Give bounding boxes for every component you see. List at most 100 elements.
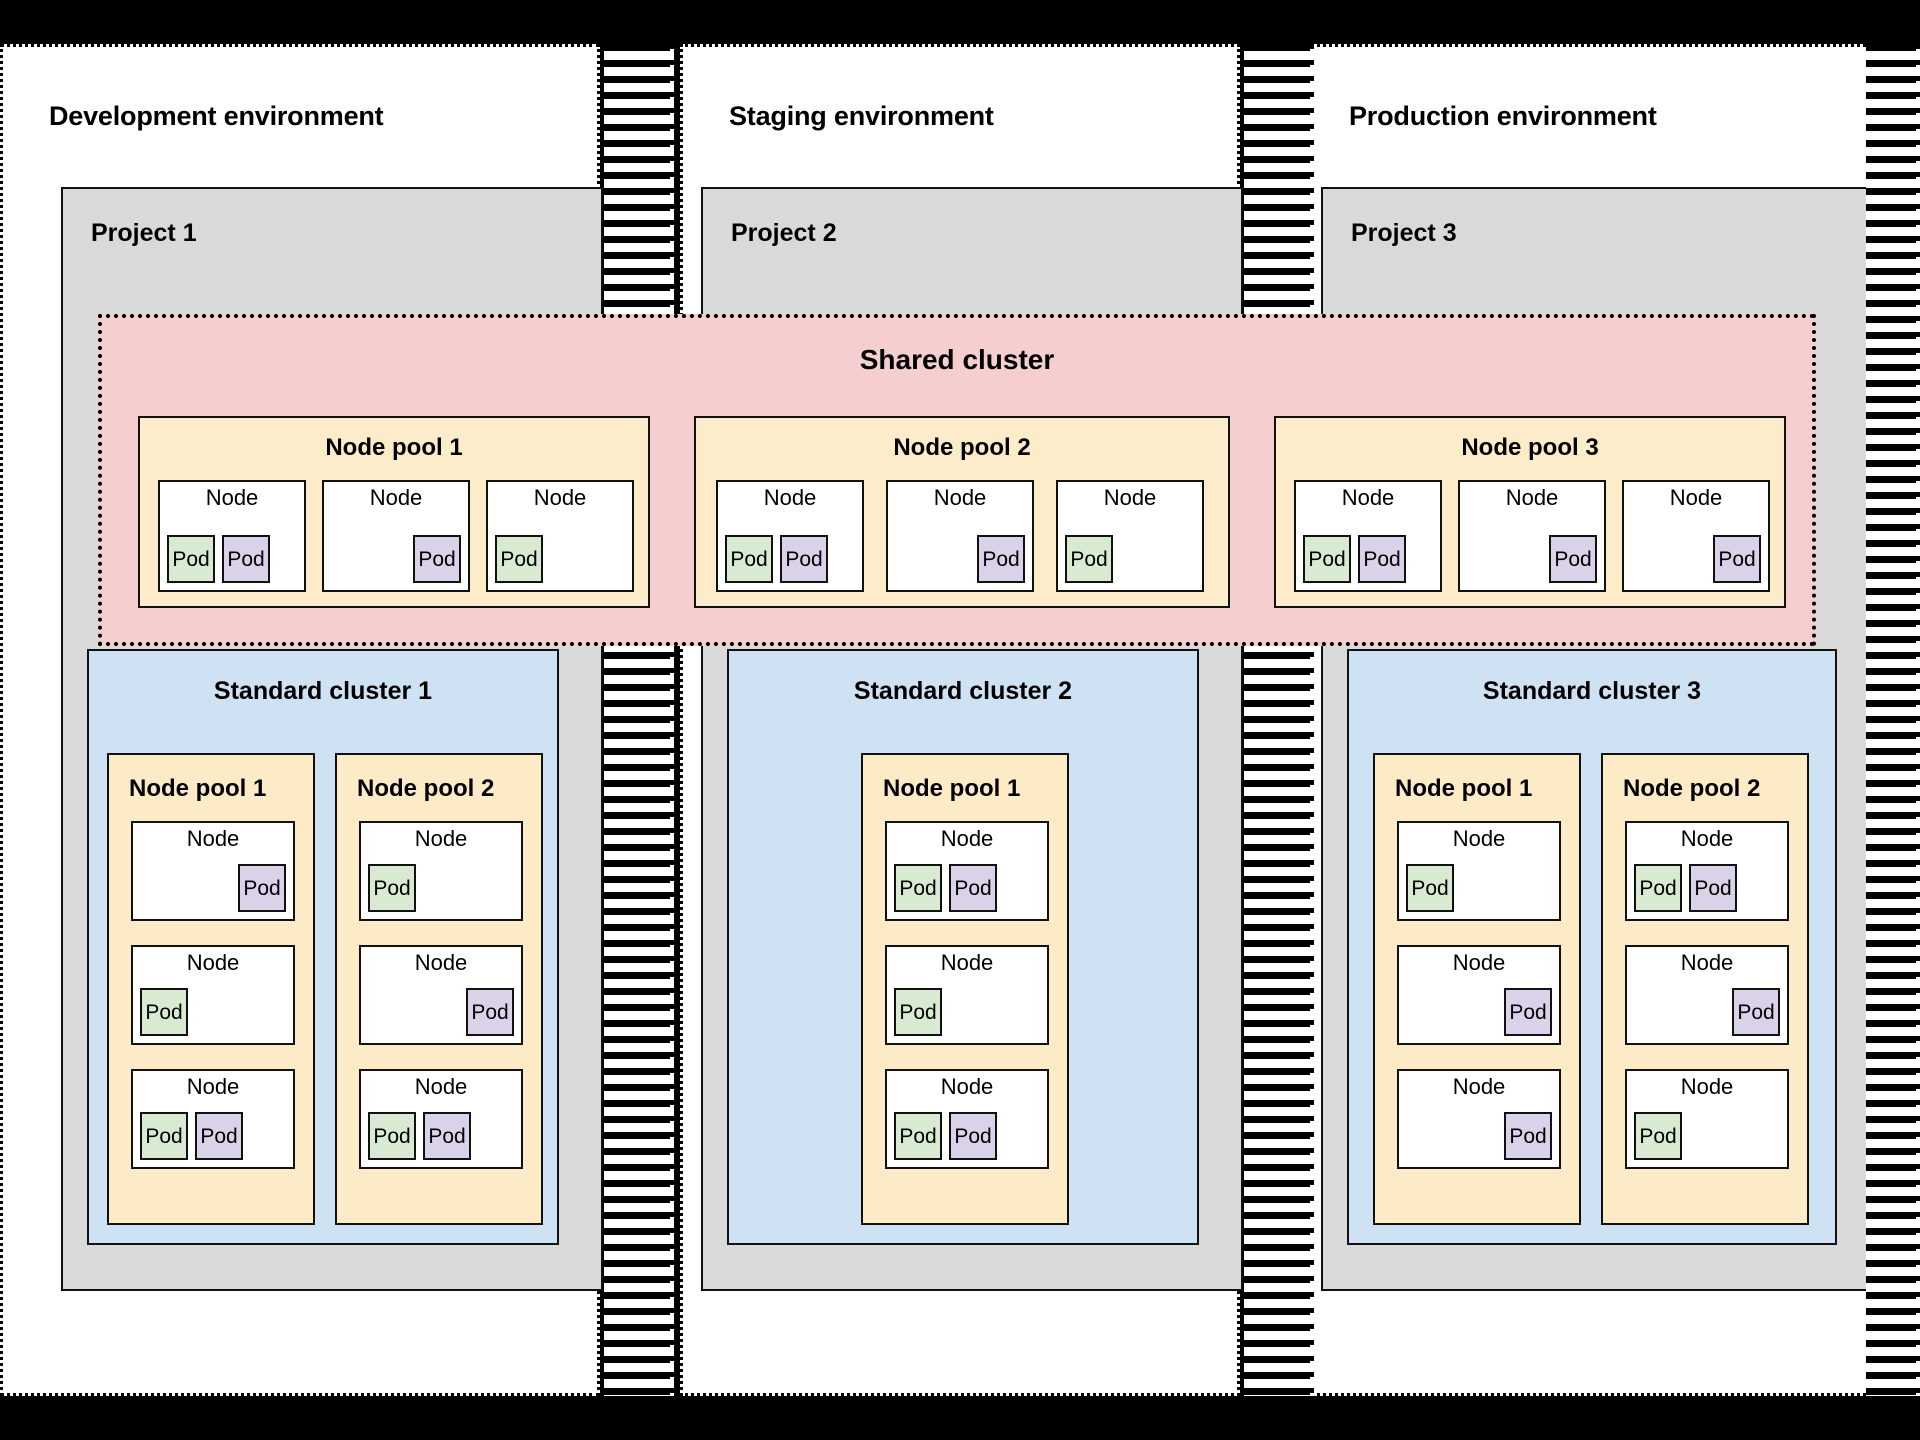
pod-purple: Pod xyxy=(1504,988,1552,1036)
node-label: Node xyxy=(1680,826,1734,851)
pod-container: Pod xyxy=(1460,509,1604,590)
node-pool-title: Node pool 1 xyxy=(1395,775,1533,802)
node-box: Node Pod Pod xyxy=(158,480,306,592)
node-box: Node Pod xyxy=(1056,480,1204,592)
node-box: Node Pod xyxy=(131,945,295,1045)
node-label: Node xyxy=(1341,485,1395,510)
pod-green: Pod xyxy=(1065,535,1113,583)
node-box: Node Pod xyxy=(486,480,634,592)
node-box: Node Pod xyxy=(886,480,1034,592)
node-box: Node Pod Pod xyxy=(1294,480,1442,592)
standard-cluster-1: Standard cluster 1 Node pool 1 Node Pod … xyxy=(87,649,559,1245)
node-label: Node xyxy=(933,485,987,510)
pod-green: Pod xyxy=(368,1112,416,1160)
pod-purple: Pod xyxy=(238,864,286,912)
node-label: Node xyxy=(186,1074,240,1099)
standard-cluster-title: Standard cluster 1 xyxy=(213,677,433,705)
pod-container: Pod Pod xyxy=(718,509,862,590)
pod-green: Pod xyxy=(368,864,416,912)
pod-container: Pod xyxy=(361,850,521,919)
pod-container: Pod Pod xyxy=(887,850,1047,919)
node-pool-box: Node pool 2 Node Pod Pod Node Pod xyxy=(1601,753,1809,1225)
pod-purple: Pod xyxy=(1504,1112,1552,1160)
node-box: Node Pod xyxy=(359,945,523,1045)
pod-container: Pod xyxy=(361,974,521,1043)
node-box: Node Pod Pod xyxy=(885,821,1049,921)
environment-title: Staging environment xyxy=(729,101,994,131)
pod-container: Pod xyxy=(1399,974,1559,1043)
node-label: Node xyxy=(1103,485,1157,510)
node-box: Node Pod xyxy=(1458,480,1606,592)
pod-green: Pod xyxy=(1406,864,1454,912)
node-label: Node xyxy=(369,485,423,510)
pod-container: Pod Pod xyxy=(1296,509,1440,590)
node-label: Node xyxy=(186,826,240,851)
node-box: Node Pod xyxy=(322,480,470,592)
pod-purple: Pod xyxy=(1549,535,1597,583)
pod-purple: Pod xyxy=(466,988,514,1036)
pod-green: Pod xyxy=(725,535,773,583)
shared-node-pool-box: Node pool 2 Node Pod Pod Node Pod Node P… xyxy=(694,416,1230,608)
node-pool-title: Node pool 2 xyxy=(893,434,1031,461)
node-pool-box: Node pool 1 Node Pod Node Pod xyxy=(107,753,315,1225)
node-label: Node xyxy=(1680,1074,1734,1099)
pod-container: Pod xyxy=(1624,509,1768,590)
node-box: Node Pod Pod xyxy=(716,480,864,592)
pod-container: Pod xyxy=(1627,1098,1787,1167)
node-pool-title: Node pool 1 xyxy=(883,775,1021,802)
pod-purple: Pod xyxy=(780,535,828,583)
pod-green: Pod xyxy=(1303,535,1351,583)
pod-container: Pod xyxy=(488,509,632,590)
pod-container: Pod xyxy=(133,850,293,919)
pod-purple: Pod xyxy=(423,1112,471,1160)
standard-cluster-title: Standard cluster 2 xyxy=(853,677,1073,705)
node-label: Node xyxy=(186,950,240,975)
project-title: Project 3 xyxy=(1351,219,1457,247)
pod-purple: Pod xyxy=(977,535,1025,583)
standard-cluster-3: Standard cluster 3 Node pool 1 Node Pod … xyxy=(1347,649,1837,1245)
pod-purple: Pod xyxy=(222,535,270,583)
pod-purple: Pod xyxy=(1689,864,1737,912)
pod-container: Pod Pod xyxy=(1627,850,1787,919)
shared-cluster: Shared cluster Node pool 1 Node Pod Pod … xyxy=(98,314,1816,646)
node-label: Node xyxy=(533,485,587,510)
pod-container: Pod xyxy=(1399,850,1559,919)
node-label: Node xyxy=(1669,485,1723,510)
pod-container: Pod Pod xyxy=(887,1098,1047,1167)
node-label: Node xyxy=(414,1074,468,1099)
pod-container: Pod xyxy=(1058,509,1202,590)
environment-production: Production environment Project 3 Standar… xyxy=(1300,44,1920,1396)
node-label: Node xyxy=(763,485,817,510)
node-label: Node xyxy=(1680,950,1734,975)
node-label: Node xyxy=(205,485,259,510)
standard-cluster-title: Standard cluster 3 xyxy=(1482,677,1702,705)
pod-container: Pod xyxy=(1399,1098,1559,1167)
node-box: Node Pod Pod xyxy=(359,1069,523,1169)
pod-green: Pod xyxy=(140,1112,188,1160)
node-box: Node Pod xyxy=(1397,1069,1561,1169)
pod-green: Pod xyxy=(1634,864,1682,912)
environment-development: Development environment Project 1 Standa… xyxy=(0,44,603,1396)
pod-purple: Pod xyxy=(195,1112,243,1160)
node-label: Node xyxy=(1452,1074,1506,1099)
shared-cluster-title: Shared cluster xyxy=(859,344,1055,375)
environment-title: Development environment xyxy=(49,101,384,131)
node-box: Node Pod xyxy=(1625,1069,1789,1169)
pod-container: Pod xyxy=(324,509,468,590)
node-label: Node xyxy=(1452,950,1506,975)
project-title: Project 1 xyxy=(91,219,197,247)
pod-container: Pod Pod xyxy=(361,1098,521,1167)
standard-cluster-2: Standard cluster 2 Node pool 1 Node Pod … xyxy=(727,649,1199,1245)
project-title: Project 2 xyxy=(731,219,837,247)
pod-purple: Pod xyxy=(1713,535,1761,583)
node-label: Node xyxy=(414,826,468,851)
node-pool-title: Node pool 3 xyxy=(1461,434,1599,461)
node-box: Node Pod xyxy=(1397,821,1561,921)
environment-separator-2 xyxy=(1244,44,1314,1396)
pod-green: Pod xyxy=(894,864,942,912)
pod-container: Pod xyxy=(133,974,293,1043)
node-label: Node xyxy=(940,826,994,851)
node-box: Node Pod xyxy=(1622,480,1770,592)
pod-green: Pod xyxy=(1634,1112,1682,1160)
node-pool-title: Node pool 2 xyxy=(357,775,495,802)
